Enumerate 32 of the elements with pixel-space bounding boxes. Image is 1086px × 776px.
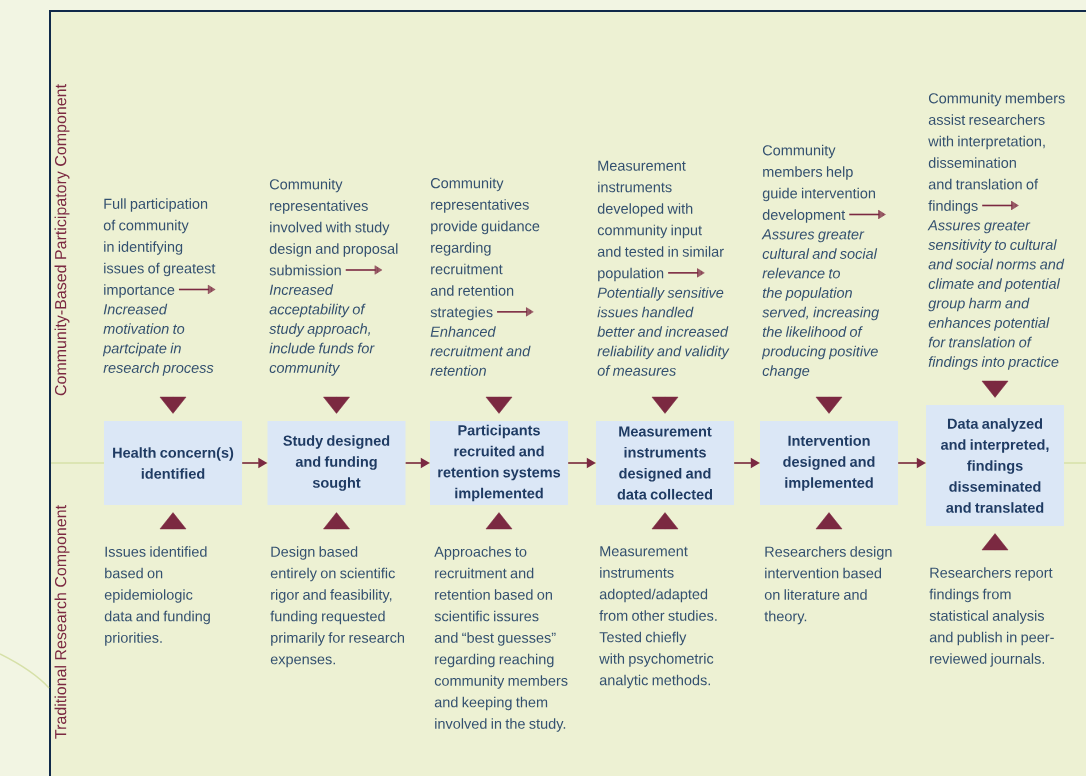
note-text: Measurement instruments adopted/adapted from other studies. Tested chiefly with psychometric analytic methods.: [599, 546, 717, 689]
note-text: Community members help guide intervention development Assures greater cultural and social relevance to the population served, increasing the likelihood of producing positive change: [761, 144, 886, 379]
note-text: Researchers design intervention based on literature and theory.: [764, 546, 892, 625]
process-box: Participants recruited and retention systems implemented: [430, 421, 568, 505]
arrow: [981, 380, 1009, 398]
lane-label: Community-Based Participatory Component: [54, 84, 70, 396]
note-text: Community representatives provide guidance regarding recruitment and retention strategies Enhanced recruitment and retention: [430, 177, 540, 376]
arrow: [815, 396, 843, 414]
note-text: Full participation of community in identifying issues of greatest importance Increased motivation to partcipate in research process: [102, 198, 216, 376]
arrow: [159, 396, 187, 414]
lane-label: Traditional Research Component: [54, 505, 70, 739]
note-text: Issues identified based on epidemiologic data and funding priorities.: [104, 546, 210, 646]
process-box: Measurement instruments designed and data collected: [596, 421, 734, 505]
arrow: [485, 512, 513, 530]
process-box: Health concern(s) identified: [104, 421, 242, 505]
process-box: Intervention designed and implemented: [760, 421, 898, 505]
arrow: [651, 512, 679, 530]
arrow: [815, 512, 843, 530]
arrow: [159, 512, 187, 530]
arrow: [485, 396, 513, 414]
note-text: Community representatives involved with study design and proposal submission Increased acceptability of study approach, include funds for community: [269, 178, 398, 376]
note-text: Measurement instruments developed with community input and tested in similar population Potentially sensitive issues handled better and increased reliability and validity of measures: [597, 160, 730, 376]
arrow: [323, 396, 350, 414]
arrow: [981, 533, 1009, 551]
note-text: Approaches to recruitment and retention based on scientific issures and “best guesses” regarding reaching community members and keeping them involved in the study.: [434, 546, 568, 732]
note-text: Design based entirely on scientific rigor and feasibility, funding requested primarily for research expenses.: [270, 546, 404, 668]
arrow: [323, 512, 350, 530]
arrow: [651, 396, 679, 414]
note-text: Researchers report findings from statistical analysis and publish in peer-reviewed journals.: [929, 567, 1054, 667]
process-box: Study designed and funding sought: [267, 421, 406, 505]
process-box: Data analyzed and interpreted, findings disseminated and translated: [926, 405, 1064, 526]
note-text: Community members assist researchers with interpretation, dissemination and translation of findings Assures greater sensitivity to cultural and social norms and climate and potential group harm and enhances potential for translation of findings into practice: [927, 92, 1065, 370]
